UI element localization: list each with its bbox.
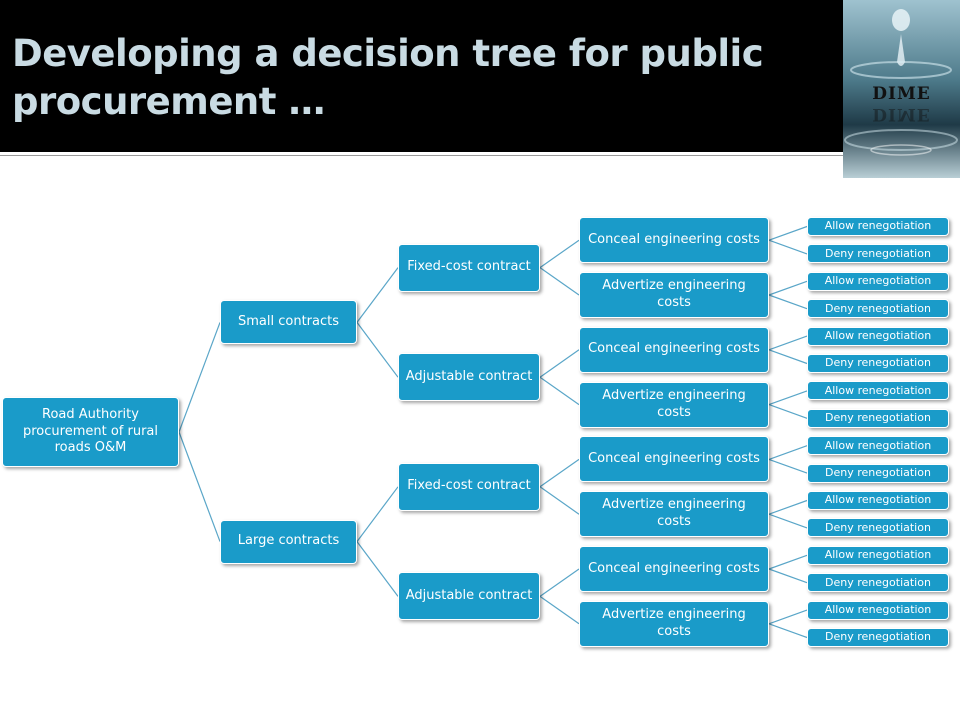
renegotiation-node: Allow renegotiation xyxy=(807,217,949,236)
logo-wordmark: DIME xyxy=(872,84,931,104)
header-divider xyxy=(0,152,960,156)
cost-disclosure-node: Advertize engineering costs xyxy=(579,381,769,428)
cost-disclosure-node: Conceal engineering costs xyxy=(579,546,769,592)
renegotiation-node: Allow renegotiation xyxy=(807,381,949,401)
connector-line xyxy=(539,595,580,625)
renegotiation-node: Allow renegotiation xyxy=(807,491,949,510)
connector-line xyxy=(768,623,808,639)
cost-disclosure-node: Advertize engineering costs xyxy=(579,600,769,647)
water-drop-icon xyxy=(844,9,958,156)
cost-disclosure-node: Conceal engineering costs xyxy=(579,436,769,483)
connector-line xyxy=(356,541,399,597)
connector-line xyxy=(356,322,399,378)
renegotiation-node: Allow renegotiation xyxy=(807,271,949,291)
connector-line xyxy=(178,322,221,433)
connector-line xyxy=(768,445,808,460)
renegotiation-node: Allow renegotiation xyxy=(807,545,949,565)
cost-disclosure-node: Conceal engineering costs xyxy=(579,326,769,373)
connector-line xyxy=(539,486,580,515)
title-bar: Developing a decision tree for public pr… xyxy=(0,0,960,152)
connector-line xyxy=(768,335,808,351)
contract-type-node: Fixed-cost contract xyxy=(398,462,540,511)
connector-line xyxy=(539,349,580,378)
renegotiation-node: Allow renegotiation xyxy=(807,600,949,620)
cost-disclosure-node: Advertize engineering costs xyxy=(579,491,769,538)
connector-line xyxy=(539,568,580,597)
renegotiation-node: Allow renegotiation xyxy=(807,436,949,456)
connector-line xyxy=(539,239,580,269)
connector-line xyxy=(768,513,808,529)
renegotiation-node: Deny renegotiation xyxy=(807,354,949,373)
renegotiation-node: Deny renegotiation xyxy=(807,573,949,593)
connector-line xyxy=(768,568,808,584)
connector-line xyxy=(178,431,221,542)
cost-disclosure-node: Conceal engineering costs xyxy=(579,217,769,264)
renegotiation-node: Deny renegotiation xyxy=(807,408,949,428)
contract-type-node: Adjustable contract xyxy=(398,353,540,402)
contract-size-node: Small contracts xyxy=(220,300,357,345)
connector-line xyxy=(539,458,580,488)
connector-line xyxy=(768,349,808,365)
renegotiation-node: Deny renegotiation xyxy=(807,244,949,264)
connector-line xyxy=(356,267,399,323)
contract-type-node: Adjustable contract xyxy=(398,572,540,621)
slide-title: Developing a decision tree for public pr… xyxy=(12,32,764,123)
cost-disclosure-node: Advertize engineering costs xyxy=(579,272,769,318)
connector-line xyxy=(768,225,808,241)
renegotiation-node: Deny renegotiation xyxy=(807,628,949,647)
connector-line xyxy=(539,376,580,406)
connector-line xyxy=(539,267,580,296)
connector-line xyxy=(768,294,808,310)
connector-line xyxy=(768,609,808,625)
contract-size-node: Large contracts xyxy=(220,519,357,564)
connector-line xyxy=(768,280,808,296)
dime-logo: DIME DIME xyxy=(843,0,960,178)
renegotiation-node: Deny renegotiation xyxy=(807,518,949,538)
tree-root-node: Road Authority procurement of rural road… xyxy=(2,397,179,467)
connector-line xyxy=(768,239,808,255)
connector-line xyxy=(768,390,808,406)
connector-line xyxy=(768,458,808,474)
renegotiation-node: Deny renegotiation xyxy=(807,463,949,483)
renegotiation-node: Deny renegotiation xyxy=(807,299,949,319)
contract-type-node: Fixed-cost contract xyxy=(398,243,540,292)
connector-line xyxy=(356,486,399,542)
connector-line xyxy=(768,404,808,419)
connector-line xyxy=(768,554,808,570)
renegotiation-node: Allow renegotiation xyxy=(807,326,949,346)
connector-line xyxy=(768,499,808,515)
